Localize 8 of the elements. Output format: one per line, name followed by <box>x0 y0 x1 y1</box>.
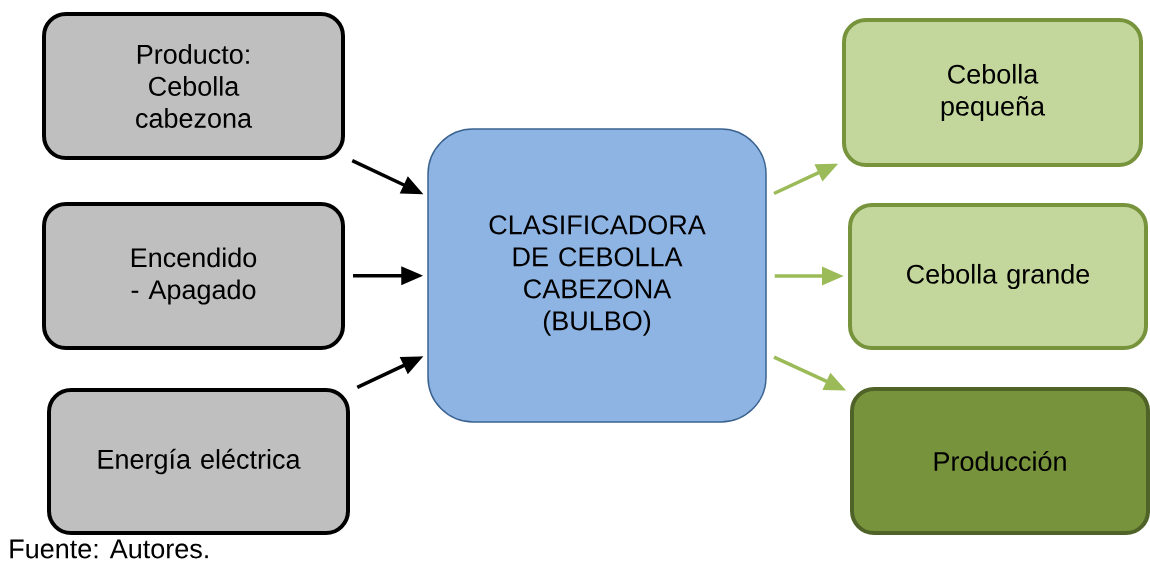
process-box: CLASIFICADORA DE CEBOLLA CABEZONA (BULBO) <box>427 128 767 423</box>
output-box: Cebolla pequeña <box>842 18 1143 167</box>
input-box: Encendido - Apagado <box>42 202 345 350</box>
input-box: Producto: Cebolla cabezona <box>42 12 345 160</box>
output-box: Producción <box>850 387 1150 535</box>
input-box: Energía eléctrica <box>47 388 350 535</box>
output-box: Cebolla grande <box>848 203 1148 350</box>
caption: Fuente: Autores. <box>10 539 208 559</box>
